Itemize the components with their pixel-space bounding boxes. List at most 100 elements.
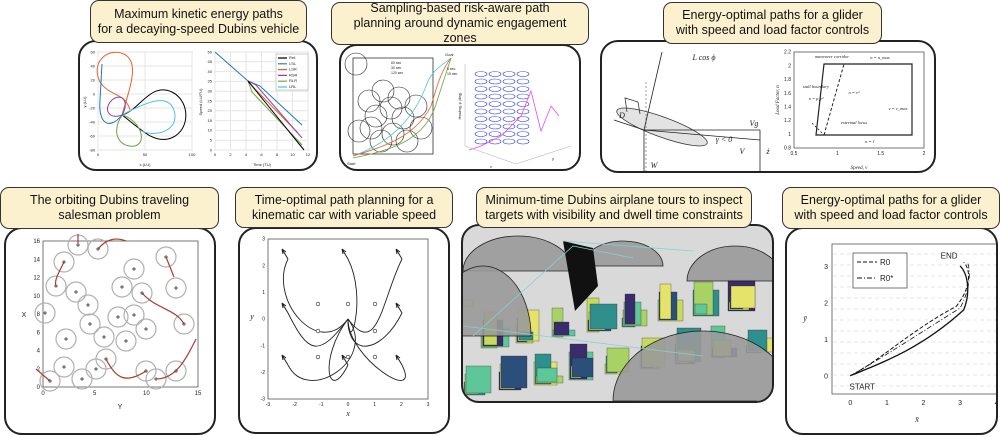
x-tick-label: 2 bbox=[229, 152, 232, 157]
heading-sample bbox=[516, 123, 530, 130]
x-axis-label: Y bbox=[118, 404, 123, 411]
orbit-circle bbox=[34, 302, 56, 324]
y-tick-label: -3 bbox=[261, 397, 266, 403]
x-tick-label: 0 bbox=[214, 152, 217, 157]
y-tick-label: 2 bbox=[262, 263, 265, 269]
orbit-circle bbox=[45, 275, 67, 297]
orbit-circle bbox=[173, 313, 195, 335]
y-tick-label: 20 bbox=[91, 77, 96, 82]
optimal-path bbox=[850, 265, 969, 377]
x-tick-label: 0 bbox=[848, 400, 852, 407]
heading-sample bbox=[502, 108, 516, 115]
drag-vector bbox=[613, 119, 645, 131]
switch-point bbox=[372, 328, 378, 334]
y-tick-label: -1 bbox=[261, 343, 266, 349]
heading-sample bbox=[488, 93, 502, 100]
panel-dubins-airplane-figure bbox=[461, 224, 774, 403]
y-tick-label: -20 bbox=[89, 105, 96, 110]
plot-annotation: n = p₂v² bbox=[809, 96, 824, 101]
orbit-circle bbox=[53, 251, 75, 273]
car-path bbox=[283, 258, 349, 333]
x-tick-label: 3 bbox=[427, 402, 430, 408]
title-line: Sampling-based risk-aware path bbox=[370, 1, 550, 15]
heading-arrow bbox=[341, 354, 349, 366]
y-tick-label: -2 bbox=[261, 370, 266, 376]
x-tick-label: 15 bbox=[195, 391, 202, 397]
y-tick-label: 8 bbox=[37, 312, 41, 318]
3d-axes bbox=[464, 64, 572, 165]
y-tick-label: 35 bbox=[208, 79, 213, 84]
y-tick-label: 3 bbox=[262, 237, 265, 243]
title-line: for a decaying-speed Dubins vehicle bbox=[97, 21, 300, 36]
y-tick-label: 10 bbox=[208, 128, 213, 133]
heading-sample bbox=[502, 138, 516, 145]
lsl-path bbox=[99, 63, 123, 124]
x-tick-label: 1 bbox=[836, 151, 839, 157]
y-tick-label: 60 bbox=[91, 49, 96, 54]
engagement-zone bbox=[357, 89, 381, 113]
goal-label: Goal bbox=[445, 52, 454, 57]
orbit-circle bbox=[135, 318, 157, 340]
heading-sample bbox=[488, 78, 502, 85]
building bbox=[589, 303, 618, 330]
target-cross bbox=[88, 322, 92, 326]
lrl-path bbox=[121, 100, 176, 134]
y-tick-label: 2.2 bbox=[784, 50, 791, 56]
start-label: START bbox=[850, 383, 876, 392]
plot-area bbox=[793, 51, 925, 149]
y-tick-label: 15 bbox=[208, 118, 213, 123]
y-tick-label: 0 bbox=[824, 374, 828, 381]
y-tick-label: 45 bbox=[208, 59, 213, 64]
heading-sample bbox=[474, 78, 488, 85]
x-tick-label: 0 bbox=[97, 152, 100, 157]
plot-annotation: maneuver corridor bbox=[815, 54, 849, 59]
y-tick-label: 1.4 bbox=[784, 105, 791, 111]
plot-annotation: n = v² bbox=[849, 90, 861, 95]
ref-path bbox=[121, 89, 187, 140]
building bbox=[606, 347, 630, 373]
y-tick-label: 30 bbox=[208, 89, 213, 94]
orbit-circle bbox=[87, 238, 109, 260]
target-cross bbox=[132, 313, 136, 317]
target-cross bbox=[43, 311, 47, 315]
legend-entry: Ref. bbox=[289, 55, 296, 60]
y-tick-label: 0 bbox=[262, 317, 265, 323]
rsr-speed bbox=[247, 80, 303, 139]
map-boundary bbox=[352, 57, 434, 155]
heading-sample bbox=[516, 101, 530, 107]
heading-sample bbox=[488, 131, 502, 137]
path-30s bbox=[352, 57, 452, 157]
x-tick-label: 8 bbox=[276, 152, 279, 157]
heading-sample bbox=[516, 78, 530, 85]
building bbox=[624, 293, 636, 325]
building bbox=[694, 303, 708, 315]
y-tick-label: 14 bbox=[33, 257, 40, 263]
x-axis-label: x (LU) bbox=[140, 162, 152, 167]
orbit-circle bbox=[115, 330, 137, 352]
engagement-zone bbox=[347, 119, 371, 143]
orbit-circle bbox=[107, 306, 129, 328]
x-tick-label: 10 bbox=[290, 152, 295, 157]
path-5s bbox=[352, 57, 452, 159]
car-path bbox=[287, 312, 349, 347]
target-cross bbox=[120, 285, 124, 289]
y-axis-label: X bbox=[22, 312, 27, 319]
rlr-path bbox=[116, 114, 142, 147]
car-path bbox=[347, 312, 403, 347]
target-cross bbox=[80, 377, 84, 381]
building bbox=[500, 355, 528, 389]
panel-title-dubins-airplane: Minimum-time Dubins airplane tours to in… bbox=[476, 187, 752, 228]
y-tick-label: -60 bbox=[89, 133, 96, 138]
y-tick-label: 10 bbox=[33, 294, 40, 300]
engagement-zone bbox=[344, 52, 368, 76]
orbit-circle bbox=[155, 246, 177, 268]
switch-point bbox=[345, 354, 351, 360]
heading-sample bbox=[488, 116, 502, 122]
orbit-circle bbox=[85, 358, 107, 380]
engagement-zone bbox=[395, 129, 419, 153]
y-tick-label: 1.6 bbox=[784, 91, 791, 97]
legend-entry: R0 bbox=[880, 258, 891, 267]
legend-entry: LSR bbox=[289, 67, 297, 72]
